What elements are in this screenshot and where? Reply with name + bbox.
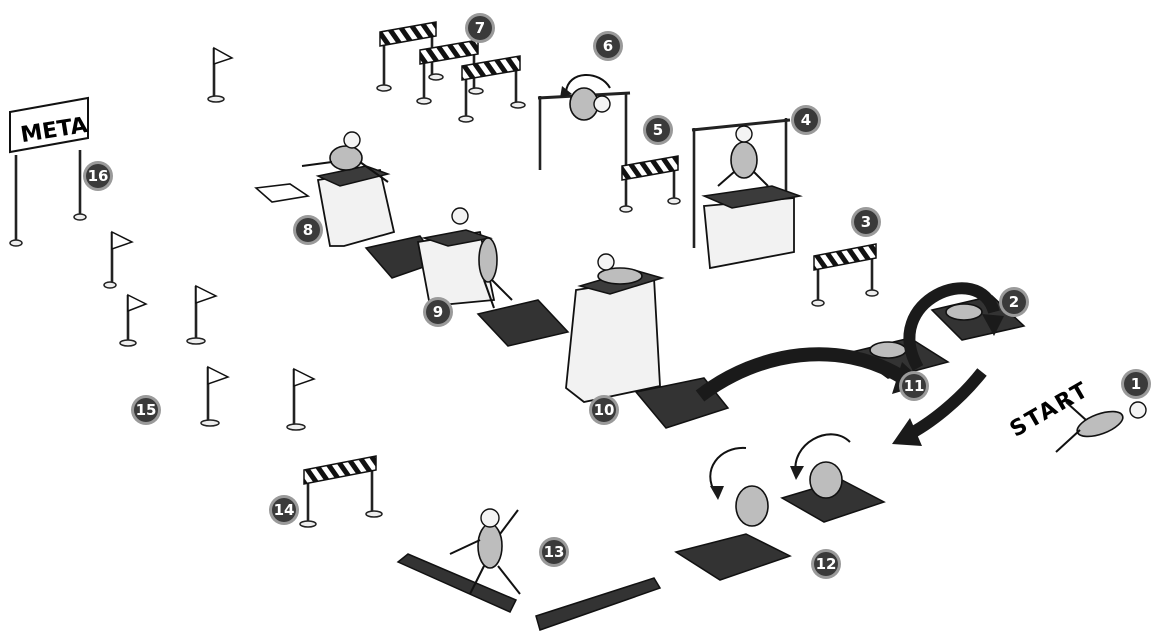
station-badge-2: 2 xyxy=(999,287,1029,317)
station-badge-7: 7 xyxy=(465,13,495,43)
station-number: 10 xyxy=(594,401,615,419)
station-badge-13: 13 xyxy=(539,537,569,567)
station-number: 2 xyxy=(1009,293,1019,311)
bar-box-station-4 xyxy=(692,118,800,268)
vault-box-10 xyxy=(566,254,728,428)
station-badge-12: 12 xyxy=(811,549,841,579)
flag-icon xyxy=(208,48,232,102)
station-badge-10: 10 xyxy=(589,395,619,425)
flag-icon xyxy=(104,232,132,288)
flag-icon xyxy=(120,295,146,346)
flag-icon xyxy=(201,367,228,426)
station-badge-9: 9 xyxy=(423,297,453,327)
vault-box-8 xyxy=(256,132,438,278)
station-number: 12 xyxy=(816,555,837,573)
roll-mats-2-11 xyxy=(700,288,1024,446)
station-badge-16: 16 xyxy=(83,161,113,191)
roll-mats-12 xyxy=(676,434,884,580)
station-badge-5: 5 xyxy=(643,115,673,145)
station-badge-1: 1 xyxy=(1121,369,1151,399)
station-number: 7 xyxy=(475,19,485,37)
hurdle-14 xyxy=(300,456,382,527)
station-number: 9 xyxy=(433,303,443,321)
station-number: 13 xyxy=(544,543,565,561)
station-number: 11 xyxy=(904,377,925,395)
station-number: 15 xyxy=(136,401,157,419)
bar-station-6 xyxy=(538,75,630,170)
station-number: 8 xyxy=(303,221,313,239)
station-number: 14 xyxy=(274,501,295,519)
station-badge-15: 15 xyxy=(131,395,161,425)
hurdles-group-7 xyxy=(377,22,525,122)
hurdle-5 xyxy=(620,156,680,212)
balance-beams-13 xyxy=(398,509,660,630)
station-number: 6 xyxy=(603,37,613,55)
flag-icon xyxy=(187,286,216,344)
station-number: 1 xyxy=(1131,375,1141,393)
station-badge-6: 6 xyxy=(593,31,623,61)
station-number: 4 xyxy=(801,111,811,129)
curved-arrow-icon xyxy=(700,354,900,396)
station-number: 3 xyxy=(861,213,871,231)
hurdle-icon xyxy=(459,56,525,122)
station-number: 5 xyxy=(653,121,663,139)
station-badge-4: 4 xyxy=(791,105,821,135)
finish-gate: META xyxy=(10,98,89,246)
flag-icon xyxy=(287,369,314,430)
station-badge-8: 8 xyxy=(293,215,323,245)
station-number: 16 xyxy=(88,167,109,185)
station-badge-14: 14 xyxy=(269,495,299,525)
slalom-flags xyxy=(104,48,314,430)
hurdle-3 xyxy=(812,244,878,306)
station-badge-3: 3 xyxy=(851,207,881,237)
station-badge-11: 11 xyxy=(899,371,929,401)
